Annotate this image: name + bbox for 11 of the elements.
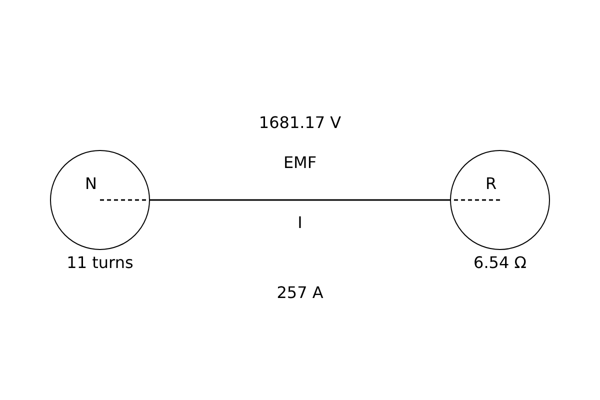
text-label: 257 A [276,285,324,301]
node-label: R [485,176,497,192]
text-label: 1681.17 V [258,115,342,131]
text-label: I [298,215,302,231]
node-caption: 11 turns [66,255,134,271]
text-label: EMF [283,155,317,171]
node-caption: 6.54 Ω [474,255,526,271]
node-label: N [85,176,97,192]
circle-node [50,150,150,250]
circle-node [450,150,550,250]
connector-line [150,199,450,201]
